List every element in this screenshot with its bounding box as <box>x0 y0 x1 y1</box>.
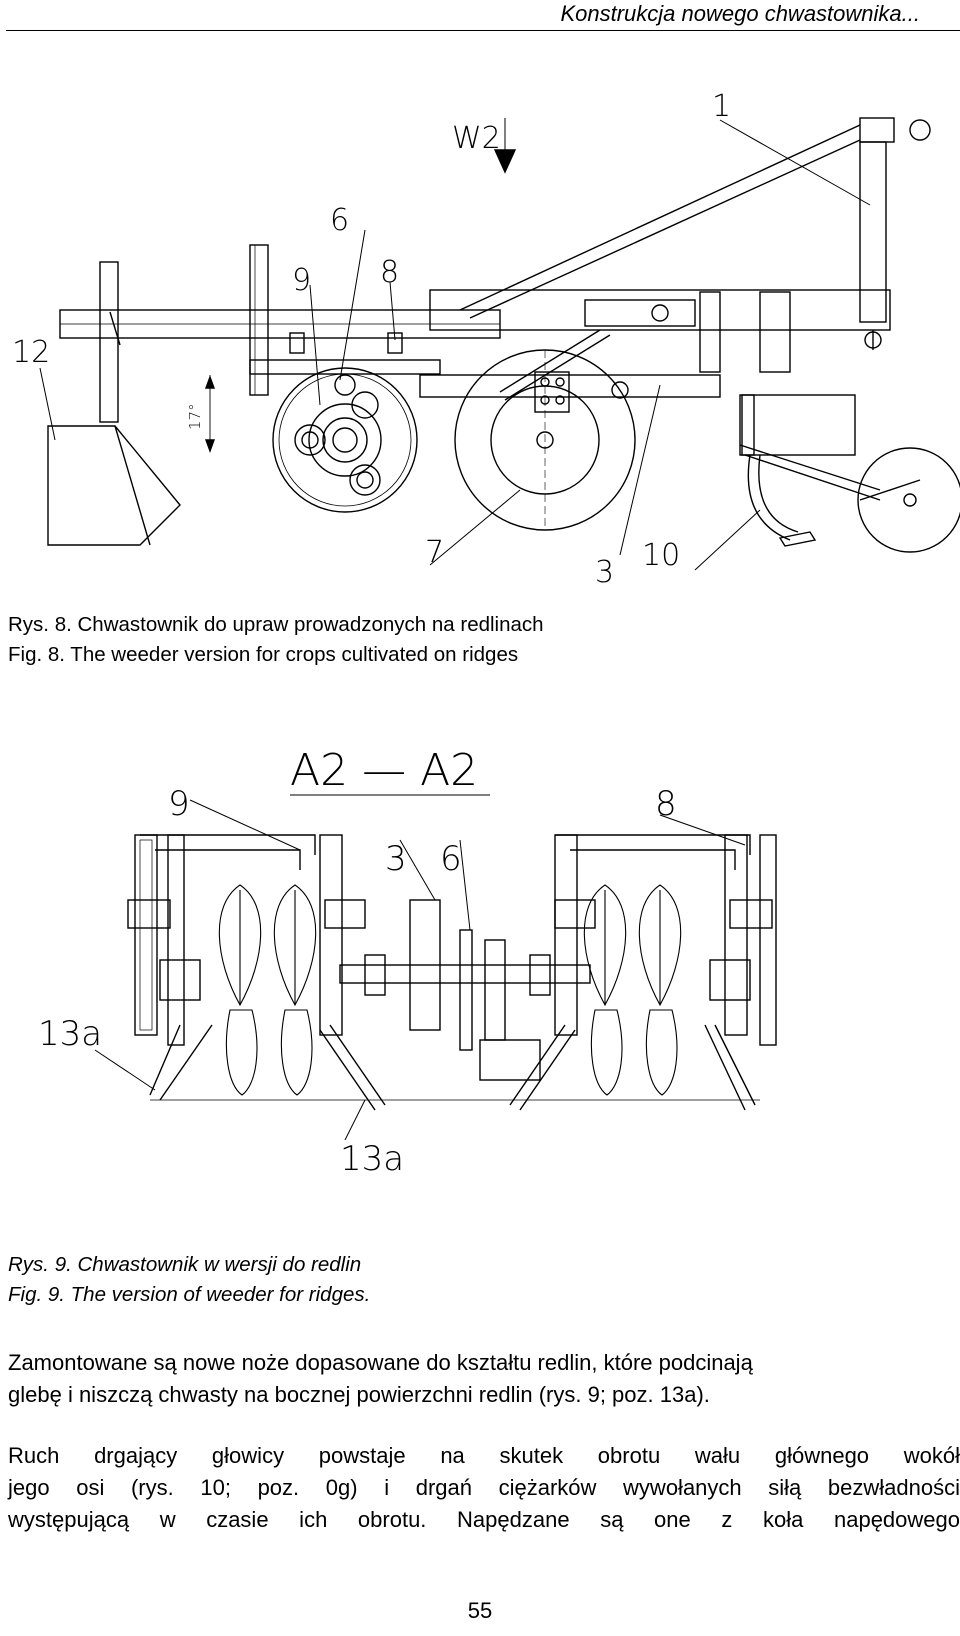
label-1: 1 <box>712 89 731 124</box>
label-8: 8 <box>380 255 399 290</box>
paragraph-2: Ruch drgający głowicy powstaje na skutek… <box>8 1440 960 1536</box>
header-rule <box>6 30 960 31</box>
paragraph-1-line-2: glebę i niszczą chwasty na bocznej powie… <box>8 1382 710 1407</box>
label-6: 6 <box>440 839 462 879</box>
paragraph-1: Zamontowane są nowe noże dopasowane do k… <box>8 1347 960 1411</box>
label-8: 8 <box>655 784 677 824</box>
label-w2: W2 <box>452 121 501 156</box>
paragraph-2-line-2: jego osi (rys. 10; poz. 0g) i drgań cięż… <box>8 1475 960 1500</box>
paragraph-2-line-3: występującą w czasie ich obrotu. Napędza… <box>8 1507 960 1532</box>
label-17deg: 17° <box>186 403 204 430</box>
label-10: 10 <box>642 538 680 573</box>
paragraph-2-line-1: Ruch drgający głowicy powstaje na skutek… <box>8 1443 960 1468</box>
label-7: 7 <box>425 535 444 570</box>
figure-8-drawing: W2 1 6 9 8 12 17° 7 3 10 <box>12 89 960 590</box>
figure-9-caption-en: Fig. 9. The version of weeder for ridges… <box>8 1283 371 1306</box>
paragraph-1-line-1: Zamontowane są nowe noże dopasowane do k… <box>8 1350 753 1375</box>
label-3: 3 <box>595 555 614 590</box>
figure-9-caption-pl: Rys. 9. Chwastownik w wersji do redlin <box>8 1253 362 1276</box>
label-13a-bottom: 13a <box>340 1139 404 1179</box>
label-9: 9 <box>168 784 190 824</box>
label-12: 12 <box>12 335 50 370</box>
figure-8-caption: Rys. 8. Chwastownik do upraw prowadzonyc… <box>8 610 544 670</box>
figure-9-drawing: A2 — A2 9 3 6 8 13a 13a <box>38 745 777 1179</box>
label-section-a2: A2 — A2 <box>290 745 478 796</box>
page-number: 55 <box>467 1598 493 1623</box>
label-6: 6 <box>330 203 349 238</box>
figure-9-caption: Rys. 9. Chwastownik w wersji do redlin F… <box>8 1250 370 1310</box>
label-13a-left: 13a <box>38 1014 102 1054</box>
figure-8-caption-pl: Rys. 8. Chwastownik do upraw prowadzonyc… <box>8 613 544 636</box>
label-3: 3 <box>385 839 407 879</box>
label-9: 9 <box>292 263 311 298</box>
figure-8-caption-en: Fig. 8. The weeder version for crops cul… <box>8 643 519 666</box>
running-header: Konstrukcja nowego chwastownika... <box>560 1 920 26</box>
